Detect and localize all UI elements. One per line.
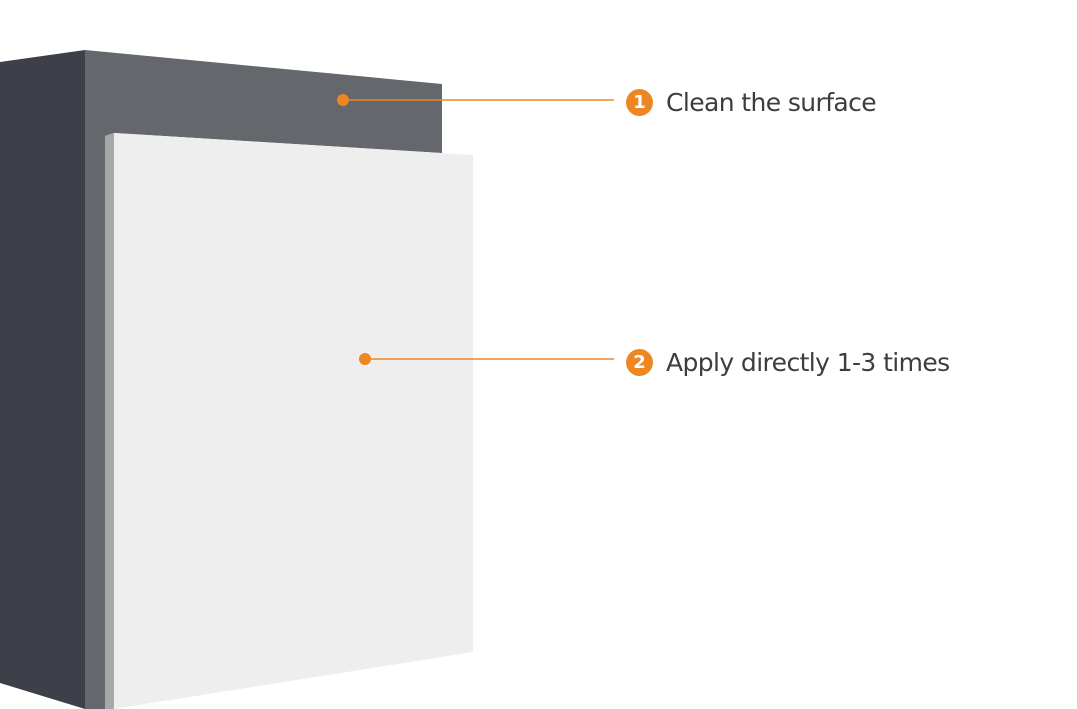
leader-dot-1	[337, 94, 349, 106]
step-label-1: Clean the surface	[666, 87, 877, 117]
coating-edge	[105, 133, 114, 709]
step-callout-1: 1 Clean the surface	[626, 85, 877, 119]
wall-front-face	[0, 50, 85, 709]
leader-dot-2	[359, 353, 371, 365]
step-number-badge-1: 1	[626, 88, 653, 116]
step-number-badge-2: 2	[626, 348, 653, 376]
step-callout-2: 2 Apply directly 1-3 times	[626, 345, 950, 379]
step-label-2: Apply directly 1-3 times	[666, 347, 950, 377]
coating-face	[114, 133, 473, 709]
wall-side-face	[85, 50, 442, 709]
